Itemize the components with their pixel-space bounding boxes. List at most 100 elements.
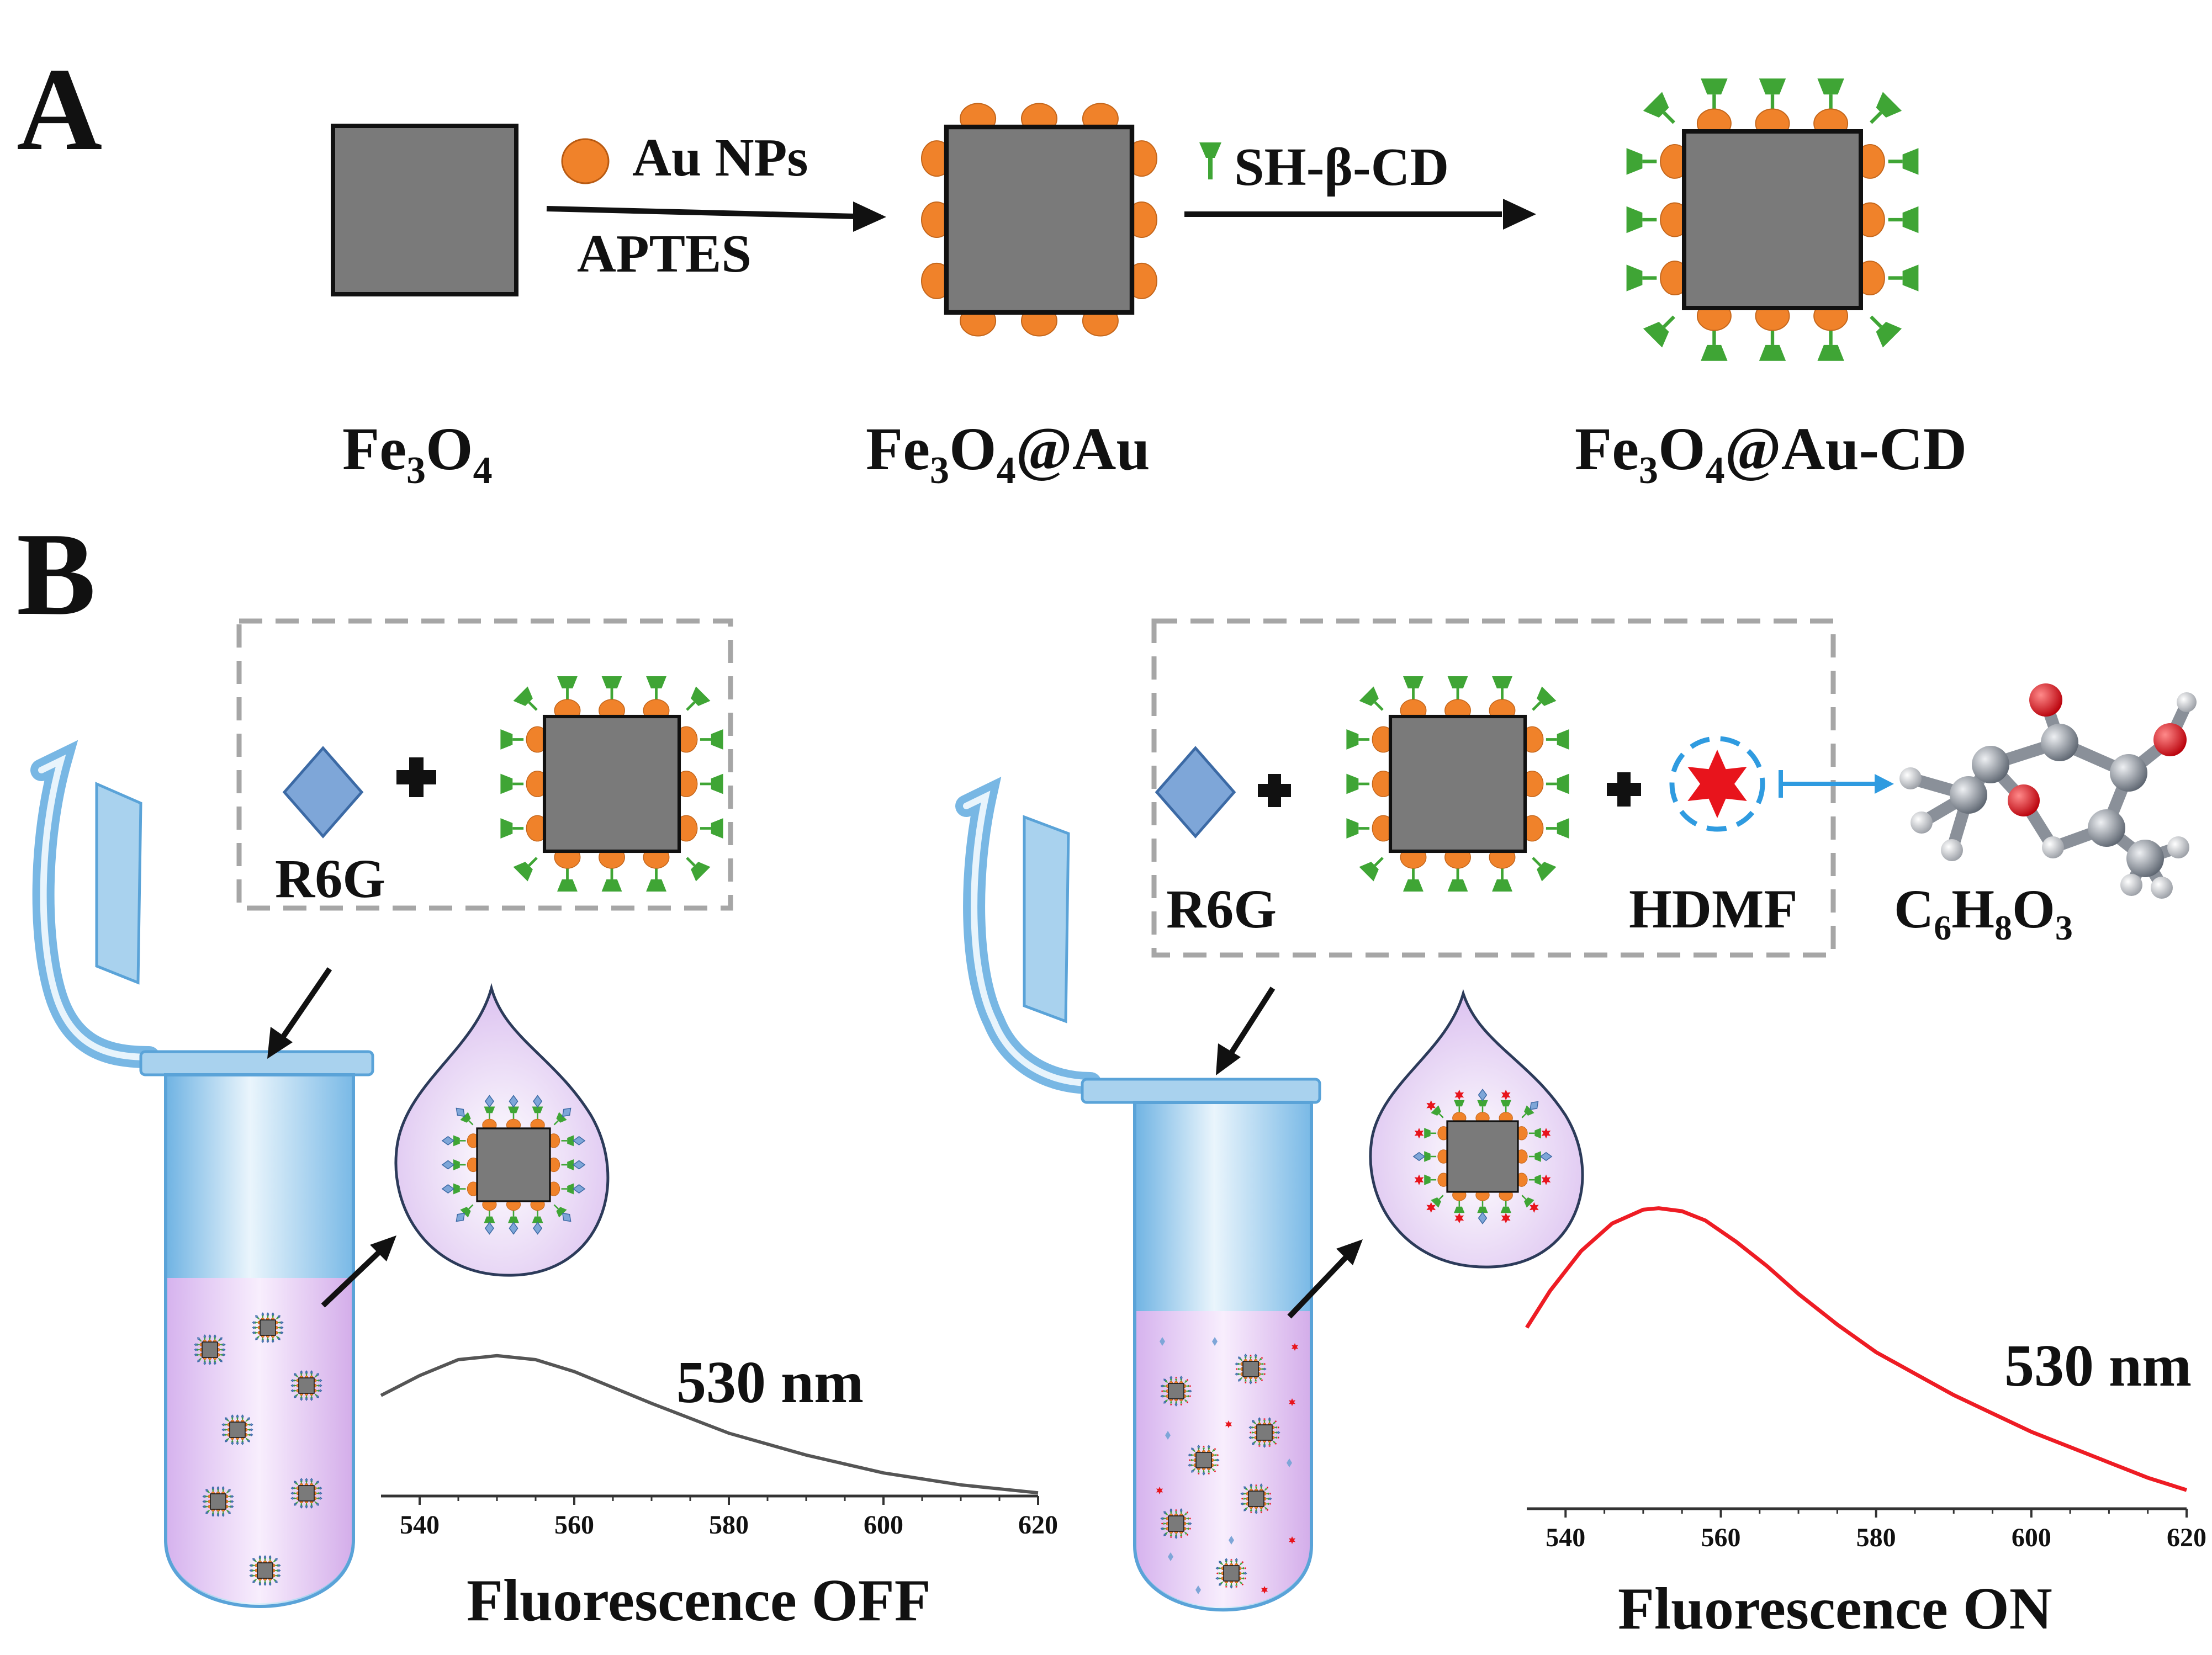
r6g-molecule [1163,1378,1167,1382]
r6g-molecule [318,1389,322,1392]
label-fe3o4: Fe3O4 [342,415,493,492]
hdmf-molecule [1175,1376,1177,1379]
panel-a-letter: A [17,43,102,175]
cyclodextrin-unit [1359,862,1379,882]
cyclodextrin-unit [601,879,622,892]
x-tick-label: 620 [2167,1523,2206,1552]
cyclodextrin-unit [1187,1395,1189,1398]
r6g-molecule [300,1370,303,1375]
r6g-molecule [1215,1567,1220,1570]
r6g-molecule [1163,1511,1167,1514]
magnetic-core [476,1127,551,1202]
r6g-molecule [300,1478,303,1482]
cyclodextrin-unit [500,818,513,839]
cyclodextrin-linker [1264,1507,1266,1509]
hdmf-molecule [1214,1447,1216,1450]
r6g-molecule [219,1359,223,1362]
cyclodextrin-linker [218,1357,220,1360]
cyclodextrin-linker [1166,1381,1168,1383]
left-box-probe [500,676,723,892]
hdmf-molecule [1189,1517,1191,1520]
r6g-molecule [221,1348,226,1351]
hdmf-molecule [1426,1202,1436,1213]
r6g-molecule [310,1397,313,1401]
cyclodextrin-unit [1243,1497,1245,1500]
cyclodextrin-unit [1346,818,1359,839]
hdmf-molecule [1263,1362,1266,1365]
r6g-molecule [271,1339,274,1343]
r6g-molecule [1160,1517,1165,1520]
free-r6g [1195,1585,1201,1594]
cyclodextrin-linker [1663,315,1675,328]
r6g-molecule [562,1107,571,1117]
hdmf-molecule [1501,1212,1511,1224]
r6g-molecule [221,1428,226,1431]
r6g-molecule [231,1414,234,1419]
r6g-molecule [572,1136,586,1145]
free-r6g [1212,1337,1218,1346]
cyclodextrin-unit [1759,78,1786,95]
cyclodextrin-unit [1454,1100,1465,1107]
r6g-molecule [236,1441,239,1445]
r6g-molecule [1188,1522,1192,1525]
free-r6g [1287,1458,1292,1467]
cyclodextrin-unit [1225,1584,1227,1586]
r6g-molecule [221,1343,226,1346]
cyclodextrin-unit [1359,686,1379,706]
r6g-molecule [252,1580,256,1583]
cyclodextrin-unit [1265,1487,1268,1490]
cyclodextrin-linker [1166,1399,1168,1401]
r6g-molecule [305,1370,308,1375]
cyclodextrin-unit [1346,729,1359,750]
cyclodextrin-legend-icon [1199,142,1221,179]
step2-reagent-label: SH-β-CD [1234,137,1449,197]
cyclodextrin-unit [1267,1492,1269,1495]
hdmf-molecule [1236,1367,1238,1371]
magnetic-core [1168,1383,1184,1399]
r6g-molecule [1188,1389,1192,1393]
r6g-molecule [509,1222,518,1235]
r6g-molecule [221,1353,226,1356]
cyclodextrin-unit [1255,1486,1258,1488]
cyclodextrin-unit [711,729,723,750]
r6g-molecule [258,1582,262,1586]
r6g-molecule [271,1312,274,1317]
r6g-molecule [1252,1442,1255,1445]
cyclodextrin-linker [297,1501,299,1503]
cyclodextrin-unit [557,676,578,688]
r6g-molecule [213,1334,216,1339]
hdmf-molecule [1180,1403,1182,1406]
cyclodextrin-linker [1239,1581,1241,1583]
r6g-molecule [230,1505,234,1508]
r6g-molecule [1169,1508,1173,1513]
r6g-molecule [216,1486,220,1490]
r6g-molecule [1160,1385,1165,1388]
right-sample-tube [955,776,1321,1612]
r6g-molecule [274,1580,278,1583]
hdmf-molecule [1161,1389,1163,1393]
cyclodextrin-linker [1211,1468,1214,1470]
cyclodextrin-unit [1215,1464,1217,1467]
hdmf-molecule [1255,1381,1257,1384]
cyclodextrin-unit [460,1207,471,1218]
cyclodextrin-unit [1163,1389,1165,1393]
r6g-molecule [1160,1527,1165,1530]
cyclodextrin-unit [484,1106,495,1113]
cyclodextrin-linker [255,1578,257,1580]
hdmf-molecule [1274,1420,1277,1423]
r6g-molecule [305,1397,308,1401]
cyclodextrin-unit [1262,1373,1264,1376]
r6g-molecule [1249,1380,1252,1385]
magnetic-core [1446,1120,1519,1193]
cyclodextrin-linker [276,1335,278,1338]
cyclodextrin-unit [567,1159,574,1170]
hdmf-molecule [1454,1089,1464,1101]
r6g-molecule [1163,1401,1167,1404]
plus-sign-right-1 [1258,774,1291,807]
r6g-molecule [1238,1378,1241,1382]
hdmf-molecule [1250,1431,1252,1434]
hdmf-molecule [1175,1509,1177,1511]
r6g-molecule [1230,1584,1233,1589]
cyclodextrin-unit [1180,1402,1183,1404]
fe3o4-core [331,124,518,296]
